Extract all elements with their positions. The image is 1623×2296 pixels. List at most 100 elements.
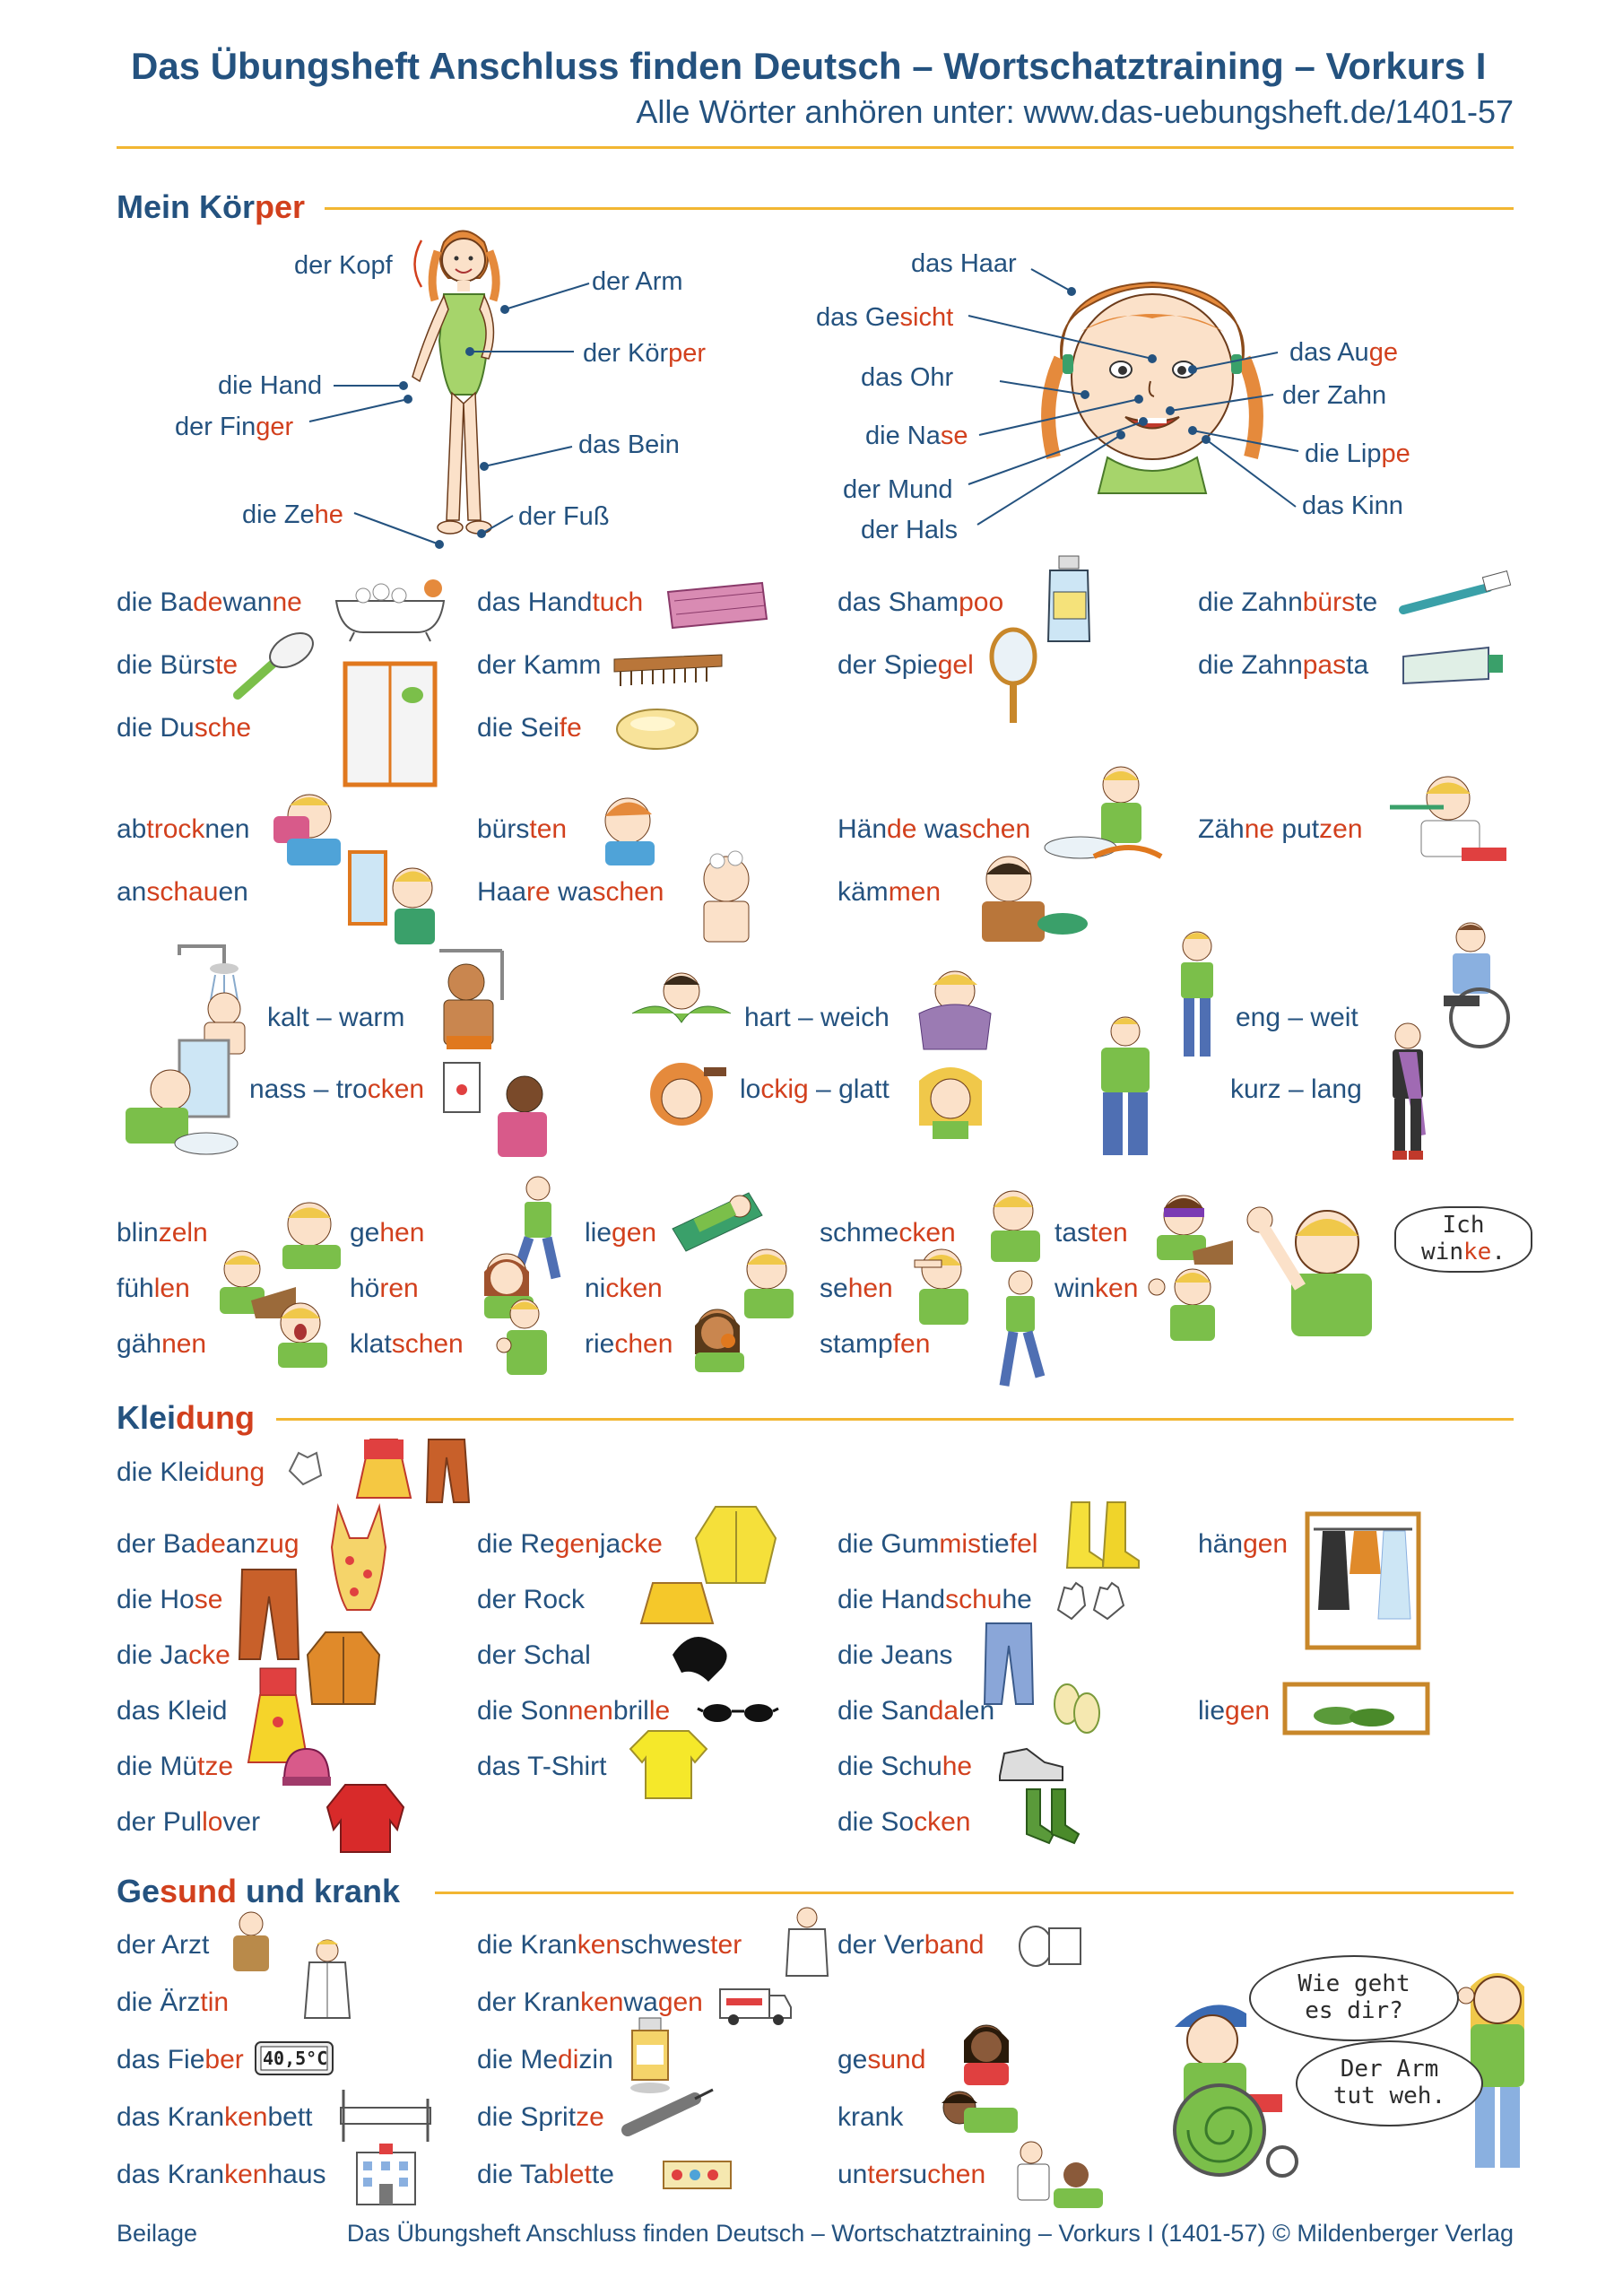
word-klatschen: klatschen xyxy=(350,1329,464,1359)
sandals-image xyxy=(1054,1683,1100,1734)
word-jeans: die Jeans xyxy=(838,1640,953,1670)
girl-body-illustration xyxy=(412,230,500,535)
soap-image xyxy=(616,709,699,750)
label-hals: der Hals xyxy=(861,516,958,544)
word-zaehne-putzen: Zähne putzen xyxy=(1198,814,1363,844)
label-kopf: der Kopf xyxy=(294,251,393,280)
word-buerste: die Bürste xyxy=(117,650,239,680)
speech-bubble-arm-weh: Der Arm tut weh. xyxy=(1296,2040,1483,2126)
word-seife: die Seife xyxy=(477,713,582,743)
label-zehe: die Zehe xyxy=(242,500,343,529)
word-abtrocknen: abtrocknen xyxy=(117,814,250,844)
kid-lying-image xyxy=(672,1192,763,1252)
raincoat-image xyxy=(694,1506,777,1584)
word-dusche: die Dusche xyxy=(117,713,252,743)
word-gaehnen: gähnen xyxy=(117,1329,207,1359)
word-liegen-clothing: liegen xyxy=(1198,1696,1271,1726)
header-rule xyxy=(117,146,1514,149)
examination-image xyxy=(1017,2141,1103,2208)
wardrobe-hanging-image xyxy=(1305,1511,1421,1650)
word-spritze: die Spritze xyxy=(477,2102,604,2132)
sunglasses-image xyxy=(697,1704,779,1722)
standing-girl-image xyxy=(1457,1973,1524,2168)
speech-bubble-winke: Ich winke. xyxy=(1394,1206,1532,1273)
word-zahnpasta: die Zahnpasta xyxy=(1198,650,1369,680)
word-tasten: tasten xyxy=(1055,1218,1128,1248)
word-anschauen: anschauen xyxy=(117,877,248,907)
kid-washing-hair-image xyxy=(703,850,750,943)
word-fieber: das Fieber xyxy=(117,2045,244,2074)
word-regenjacke: die Regenjacke xyxy=(477,1529,663,1559)
healthy-girl-image xyxy=(964,2024,1009,2085)
body-leader-lines xyxy=(308,239,590,549)
thermometer-image xyxy=(255,2041,334,2075)
kid-tight-clothes-image xyxy=(1181,931,1213,1057)
doctor-female-image xyxy=(303,1939,352,2019)
soft-blanket-kid-image xyxy=(918,970,992,1050)
label-fuss: der Fuß xyxy=(518,502,610,531)
scarf-image xyxy=(673,1637,727,1682)
word-krankenhaus: das Krankenhaus xyxy=(117,2160,326,2189)
word-buersten: bürsten xyxy=(477,814,568,844)
kid-smelling-image xyxy=(695,1309,744,1372)
label-auge: das Auge xyxy=(1289,338,1398,367)
kid-combing-image xyxy=(982,856,1088,942)
swimsuit-image xyxy=(330,1503,387,1611)
pullover-image xyxy=(325,1784,405,1853)
word-kurz-lang: kurz – lang xyxy=(1230,1074,1362,1104)
bathtub-image xyxy=(334,579,446,642)
word-hoeren: hören xyxy=(350,1274,419,1303)
label-gesicht: das Gesicht xyxy=(816,303,954,332)
label-bein: das Bein xyxy=(578,430,680,459)
label-mund: der Mund xyxy=(843,475,953,504)
page-subtitle-url[interactable]: Alle Wörter anhören unter: www.das-uebun… xyxy=(636,93,1514,130)
word-medizin: die Medizin xyxy=(477,2045,613,2074)
mirror-image xyxy=(989,627,1037,723)
dryer-kid-image xyxy=(443,1062,547,1157)
kid-waving-large-image xyxy=(1246,1206,1372,1336)
kid-yawning-image xyxy=(278,1302,327,1368)
word-krankenbett: das Krankenbett xyxy=(117,2102,313,2132)
section-rule-health xyxy=(435,1892,1514,1894)
section-title-clothing: Kleidung xyxy=(117,1399,255,1436)
word-rock: der Rock xyxy=(477,1585,586,1614)
girl-face-illustration xyxy=(1041,281,1263,494)
kid-seeing-image xyxy=(914,1248,968,1325)
word-handtuch: das Handtuch xyxy=(477,587,644,617)
word-tablette: die Tablette xyxy=(477,2160,614,2189)
face-leader-lines xyxy=(968,268,1299,526)
label-arm: der Arm xyxy=(592,267,683,296)
section-rule-body xyxy=(325,207,1514,210)
word-handschuhe: die Handschuhe xyxy=(838,1585,1032,1614)
word-verband: der Verband xyxy=(838,1930,985,1960)
word-gummistiefel: die Gummistiefel xyxy=(838,1529,1038,1559)
word-haengen: hängen xyxy=(1198,1529,1289,1559)
doctor-male-image xyxy=(233,1911,269,1971)
dress-image xyxy=(247,1667,309,1763)
kid-blindfold-image xyxy=(1157,1195,1233,1265)
word-muetze: die Mütze xyxy=(117,1752,234,1781)
ambulance-image xyxy=(719,1988,792,2025)
kid-clapping-image xyxy=(496,1299,547,1375)
tshirt-image xyxy=(629,1730,708,1799)
word-kaemmen: kämmen xyxy=(838,877,942,907)
comb-image xyxy=(613,654,723,686)
word-krank: krank xyxy=(838,2102,904,2132)
kid-long-scarf-image xyxy=(1393,1022,1426,1160)
word-socken: die Socken xyxy=(838,1807,971,1837)
brush-image xyxy=(233,632,314,700)
word-lockig-glatt: lockig – glatt xyxy=(740,1074,890,1104)
word-schmecken: schmecken xyxy=(820,1218,956,1248)
word-arzt: der Arzt xyxy=(117,1930,210,1960)
toothbrush-image xyxy=(1399,570,1512,614)
bandage-image xyxy=(1019,1926,1081,1967)
label-hand: die Hand xyxy=(218,371,323,400)
kid-blinking-image xyxy=(282,1202,341,1269)
word-pullover: der Pullover xyxy=(117,1807,261,1837)
word-gesund: gesund xyxy=(838,2045,926,2074)
word-gehen: gehen xyxy=(350,1218,425,1248)
word-schuhe: die Schuhe xyxy=(838,1752,973,1781)
word-stampfen: stampfen xyxy=(820,1329,931,1359)
word-spiegel: der Spiegel xyxy=(838,650,974,680)
word-krankenwagen: der Krankenwagen xyxy=(477,1987,703,2017)
